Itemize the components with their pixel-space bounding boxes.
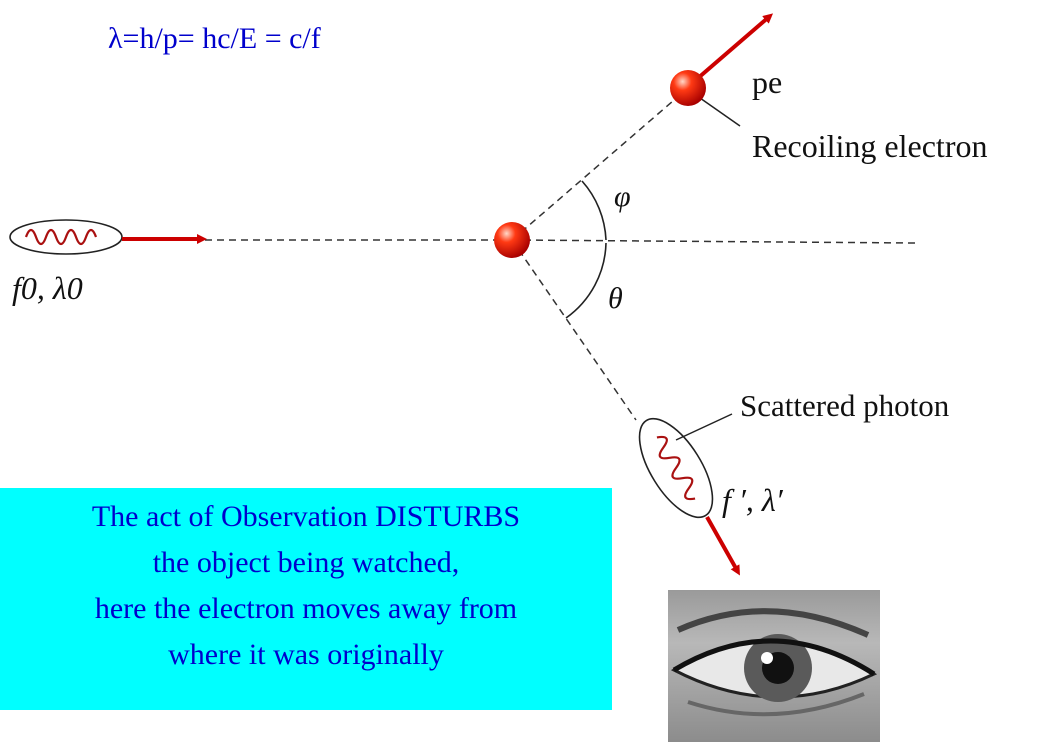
recoiling-electron-label: Recoiling electron — [752, 128, 988, 164]
recoiling-electron — [670, 70, 706, 106]
scattered-photon-wave — [656, 435, 696, 501]
phi-arc — [581, 180, 607, 241]
electron-path-line — [511, 87, 689, 241]
wavelength-formula: λ=h/p= hc/E = c/f — [108, 22, 321, 55]
electron-momentum-label: pe — [752, 64, 783, 100]
incident-photon-label-text: f0, λ0 — [12, 270, 83, 306]
photon-path-line — [511, 239, 637, 421]
incident-photon-label: f0, λ0 — [12, 270, 83, 307]
scattered-photon-ellipse — [638, 417, 714, 519]
eye-icon — [670, 608, 878, 717]
scattered-photon-arrow — [705, 516, 740, 576]
theta-label: θ — [608, 282, 623, 315]
observation-note: The act of Observation DISTURBS the obje… — [0, 488, 612, 710]
phi-label: φ — [614, 180, 631, 213]
eye-photo — [668, 590, 880, 742]
note-line-2: the object being watched, — [152, 546, 460, 579]
theta-arc — [565, 242, 607, 319]
scattered-photon-label: Scattered photon — [740, 388, 950, 423]
scattered-photon-params-label: f ′, λ′ — [722, 482, 783, 518]
note-line-1: The act of Observation DISTURBS — [91, 500, 521, 533]
note-line-3: here the electron moves away from — [94, 592, 518, 625]
electron-label-pointer — [699, 97, 741, 127]
initial-electron — [494, 222, 530, 258]
note-line-4: where it was originally — [168, 638, 444, 671]
incident-photon-wave — [24, 228, 98, 246]
scattered-label-pointer — [675, 413, 733, 441]
reference-axis-line — [511, 239, 916, 244]
electron-momentum-arrow — [688, 13, 774, 87]
